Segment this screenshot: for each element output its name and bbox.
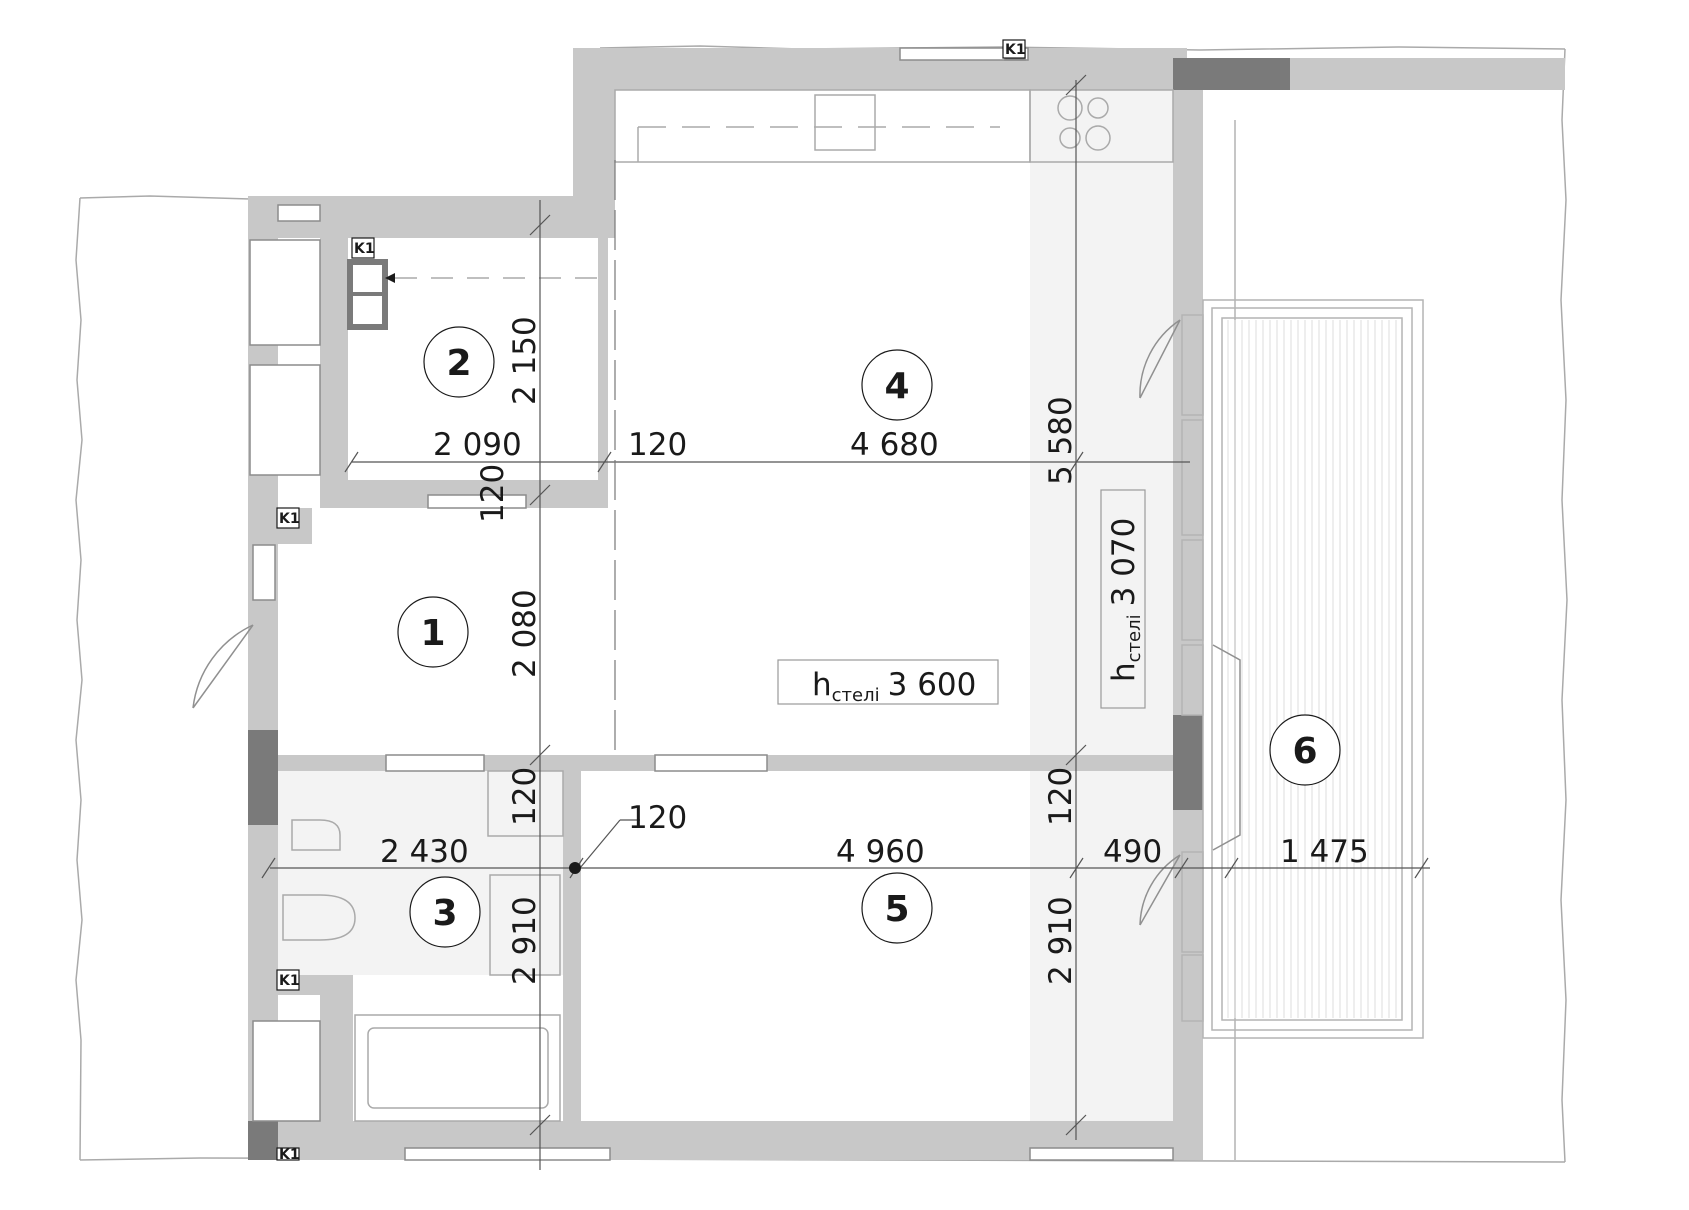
dim-wall-vertical-2: 120 xyxy=(507,767,543,826)
room-circles xyxy=(397,326,1341,948)
room-number-4: 4 xyxy=(884,366,909,407)
ceiling-label-box-loggia xyxy=(1100,489,1146,709)
dim-balcony-door: 490 xyxy=(1103,834,1162,870)
dim-room3-depth: 2 910 xyxy=(507,896,543,985)
room-number-2: 2 xyxy=(446,343,471,384)
dimension-lines xyxy=(261,74,1430,1170)
dim-room5-depth: 2 910 xyxy=(1043,896,1079,985)
balcony xyxy=(1181,120,1424,1160)
k1-marker-top: K1 xyxy=(1005,42,1026,58)
k1-markers xyxy=(276,39,1026,1161)
vent-shaft xyxy=(347,259,610,330)
balcony-hatching xyxy=(1227,320,1397,1018)
k1-marker-bath: K1 xyxy=(279,973,300,989)
ceiling-label-box-main xyxy=(777,659,999,705)
dim-wall-marker: 120 xyxy=(628,800,687,836)
k1-marker-bottom: K1 xyxy=(279,1147,300,1163)
room-number-3: 3 xyxy=(432,893,457,934)
dimension-origin-dot xyxy=(569,862,581,874)
dim-room4-width: 4 680 xyxy=(850,427,939,463)
room-number-5: 5 xyxy=(884,889,909,930)
site-boundary xyxy=(75,45,1568,1163)
door-swings xyxy=(192,319,1241,926)
room-number-1: 1 xyxy=(420,613,445,654)
ceiling-label-loggia: hстелі3 070 xyxy=(1106,518,1145,682)
dim-room5-width: 4 960 xyxy=(836,834,925,870)
dim-wall-top: 120 xyxy=(628,427,687,463)
room-number-6: 6 xyxy=(1292,731,1317,772)
k1-marker-hall: K1 xyxy=(279,511,300,527)
dim-room4-depth: 5 580 xyxy=(1043,396,1079,485)
kitchen-counter xyxy=(614,89,1174,163)
dim-room1-depth: 2 080 xyxy=(507,589,543,678)
windows xyxy=(249,47,1174,1161)
bathroom-fixtures xyxy=(282,770,564,1122)
dim-wall-vertical-3: 120 xyxy=(1043,767,1079,826)
dim-room2-width: 2 090 xyxy=(433,427,522,463)
dim-room3-width: 2 430 xyxy=(380,834,469,870)
dim-wall-vertical-1: 120 xyxy=(475,464,511,523)
dim-balcony-width: 1 475 xyxy=(1280,834,1369,870)
dim-room2-height: 2 150 xyxy=(507,316,543,405)
k1-marker-room2: K1 xyxy=(354,241,375,257)
dark-walls xyxy=(248,58,1290,1160)
